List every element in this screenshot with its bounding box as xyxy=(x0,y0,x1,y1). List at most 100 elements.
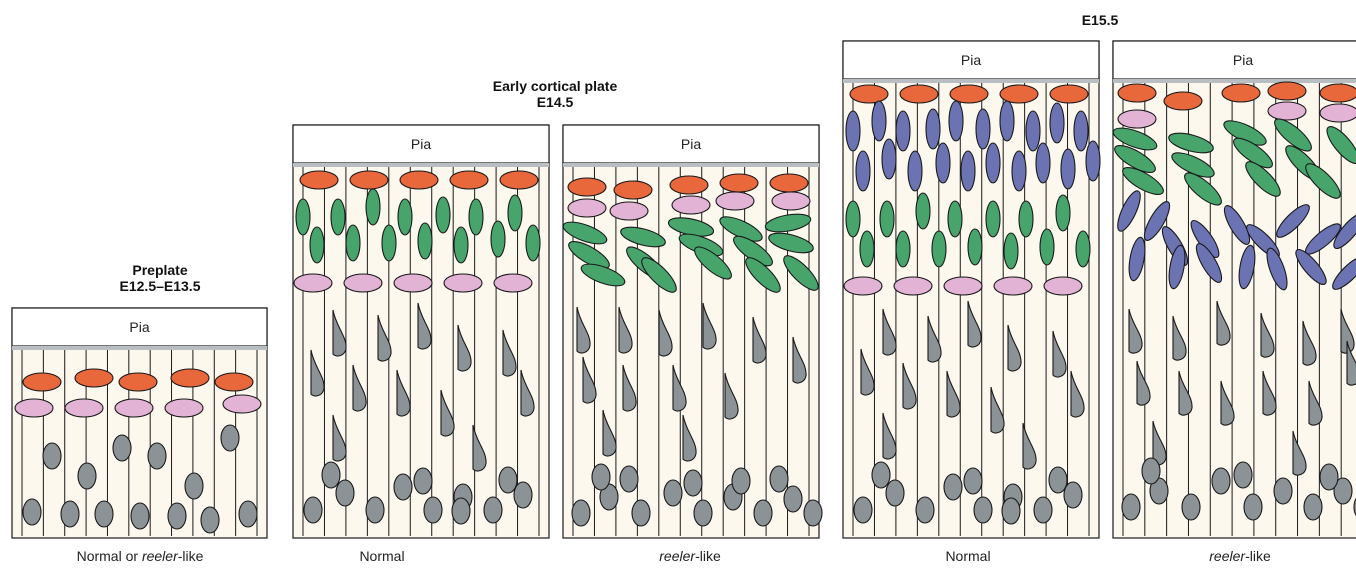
pink-cell xyxy=(344,274,382,292)
pink-cell xyxy=(1118,110,1156,128)
caption-emph: reeler xyxy=(142,548,178,564)
pink-cell xyxy=(994,277,1032,295)
pink-cell xyxy=(1268,102,1306,120)
gray-cell xyxy=(43,443,61,469)
gray-cell xyxy=(872,462,890,488)
orange-cell xyxy=(900,85,938,103)
pink-cell xyxy=(716,192,754,210)
gray-cell xyxy=(168,503,186,529)
panel-e15-normal: Pia xyxy=(843,41,1100,538)
caption-preplate: Normal or reeler-like xyxy=(40,548,240,564)
green-cell xyxy=(1019,201,1033,237)
gray-cell xyxy=(1234,462,1252,488)
panel-e14-reeler: Pia xyxy=(561,125,823,538)
pink-cell xyxy=(394,274,432,292)
gray-cell xyxy=(1320,464,1338,490)
pia-label: Pia xyxy=(129,319,149,335)
pink-cell xyxy=(944,277,982,295)
gray-cell xyxy=(784,486,802,512)
gray-cell xyxy=(1064,482,1082,508)
green-cell xyxy=(986,201,1000,237)
gray-cell xyxy=(424,497,442,523)
orange-cell xyxy=(1000,85,1038,103)
green-cell xyxy=(346,225,360,261)
blue-cell xyxy=(896,111,910,151)
caption-text: Normal xyxy=(359,548,404,564)
blue-cell xyxy=(846,111,860,151)
blue-cell xyxy=(976,109,990,149)
pink-cell xyxy=(294,274,332,292)
pink-cell xyxy=(15,399,53,417)
blue-cell xyxy=(936,143,950,183)
green-cell xyxy=(331,199,345,235)
gray-cell xyxy=(916,497,934,523)
green-cell xyxy=(454,227,468,263)
blue-cell xyxy=(1036,143,1050,183)
gray-cell xyxy=(1034,497,1052,523)
pink-cell xyxy=(223,395,261,413)
pia-label: Pia xyxy=(681,136,701,152)
pink-cell xyxy=(65,399,103,417)
gray-cell xyxy=(854,497,872,523)
orange-cell xyxy=(75,369,113,387)
panel-e15-reeler: Pia xyxy=(1111,41,1356,538)
gray-cell xyxy=(886,480,904,506)
gray-cell xyxy=(148,443,166,469)
orange-cell xyxy=(350,171,388,189)
green-cell xyxy=(436,197,450,233)
green-cell xyxy=(508,195,522,231)
caption-suffix: -like xyxy=(178,548,204,564)
orange-cell xyxy=(500,171,538,189)
caption-suffix: -like xyxy=(1245,548,1271,564)
blue-cell xyxy=(986,143,1000,183)
caption-suffix: -like xyxy=(695,548,721,564)
pink-cell xyxy=(772,192,810,210)
green-cell xyxy=(1004,233,1018,269)
gray-cell xyxy=(23,499,41,525)
caption-e15-reeler: reeler-like xyxy=(1180,548,1300,564)
gray-cell xyxy=(514,482,532,508)
gray-cell xyxy=(366,497,384,523)
gray-cell xyxy=(61,501,79,527)
green-cell xyxy=(296,199,310,235)
pink-cell xyxy=(494,274,532,292)
gray-cell xyxy=(1274,478,1292,504)
gray-cell xyxy=(592,464,610,490)
green-cell xyxy=(418,223,432,259)
orange-cell xyxy=(1222,84,1260,102)
green-cell xyxy=(932,231,946,267)
gray-cell xyxy=(201,507,219,533)
gray-cell xyxy=(304,497,322,523)
pia-label: Pia xyxy=(961,52,981,68)
panel-e14-normal: Pia xyxy=(293,125,549,538)
gray-cell xyxy=(131,503,149,529)
orange-cell xyxy=(171,369,209,387)
green-cell xyxy=(1040,229,1054,265)
blue-cell xyxy=(961,151,975,191)
pink-cell xyxy=(115,399,153,417)
gray-cell xyxy=(336,480,354,506)
orange-cell xyxy=(568,178,606,196)
gray-cell xyxy=(804,500,822,526)
gray-cell xyxy=(95,501,113,527)
gray-cell xyxy=(113,435,131,461)
pink-cell xyxy=(672,196,710,214)
gray-cell xyxy=(414,468,432,494)
blue-cell xyxy=(1000,101,1014,141)
blue-cell xyxy=(872,101,886,141)
gray-cell xyxy=(620,466,638,492)
caption-emph: reeler xyxy=(1209,548,1245,564)
pink-cell xyxy=(165,399,203,417)
green-cell xyxy=(398,199,412,235)
blue-cell xyxy=(1061,149,1075,189)
gray-cell xyxy=(185,473,203,499)
gray-cell xyxy=(394,474,412,500)
orange-cell xyxy=(300,171,338,189)
gray-cell xyxy=(974,497,992,523)
green-cell xyxy=(860,231,874,267)
orange-cell xyxy=(119,373,157,391)
pink-cell xyxy=(610,202,648,220)
green-cell xyxy=(469,199,483,235)
green-cell xyxy=(310,227,324,263)
